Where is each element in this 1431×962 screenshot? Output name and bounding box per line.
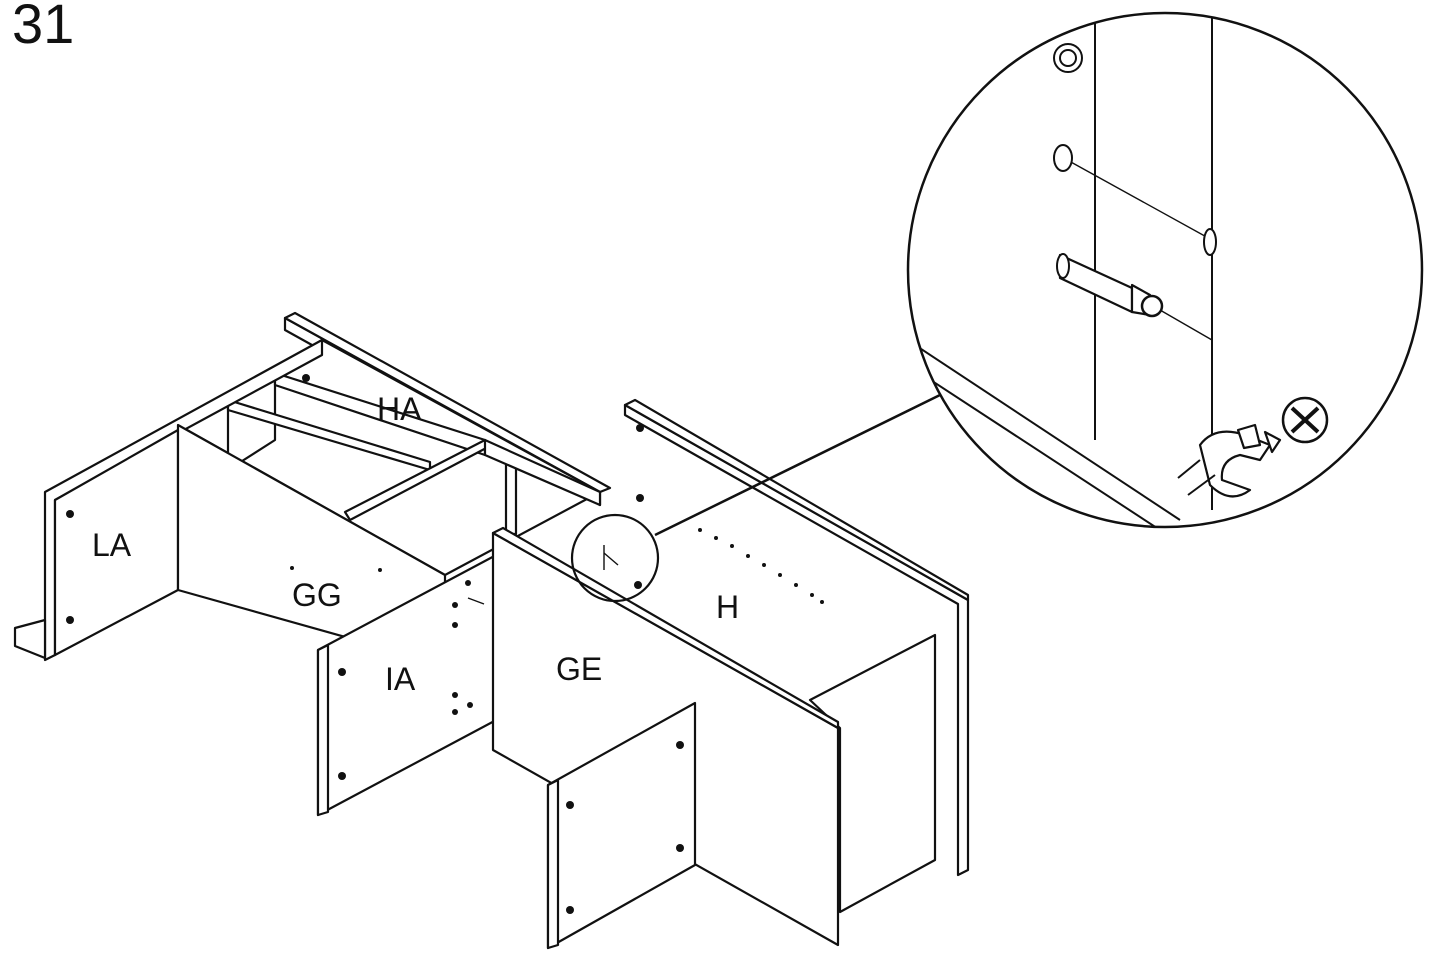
label-h: H <box>716 589 739 625</box>
label-la: LA <box>92 527 132 563</box>
step-number: 31 <box>12 0 75 55</box>
right-carcass <box>491 398 970 950</box>
label-gg: GG <box>292 577 342 613</box>
label-ia: IA <box>385 661 416 697</box>
label-ha: HA <box>377 391 422 427</box>
detail-callout <box>570 393 941 603</box>
left-carcass <box>13 311 612 667</box>
zoom-detail <box>906 11 1424 529</box>
label-ge: GE <box>556 651 602 687</box>
